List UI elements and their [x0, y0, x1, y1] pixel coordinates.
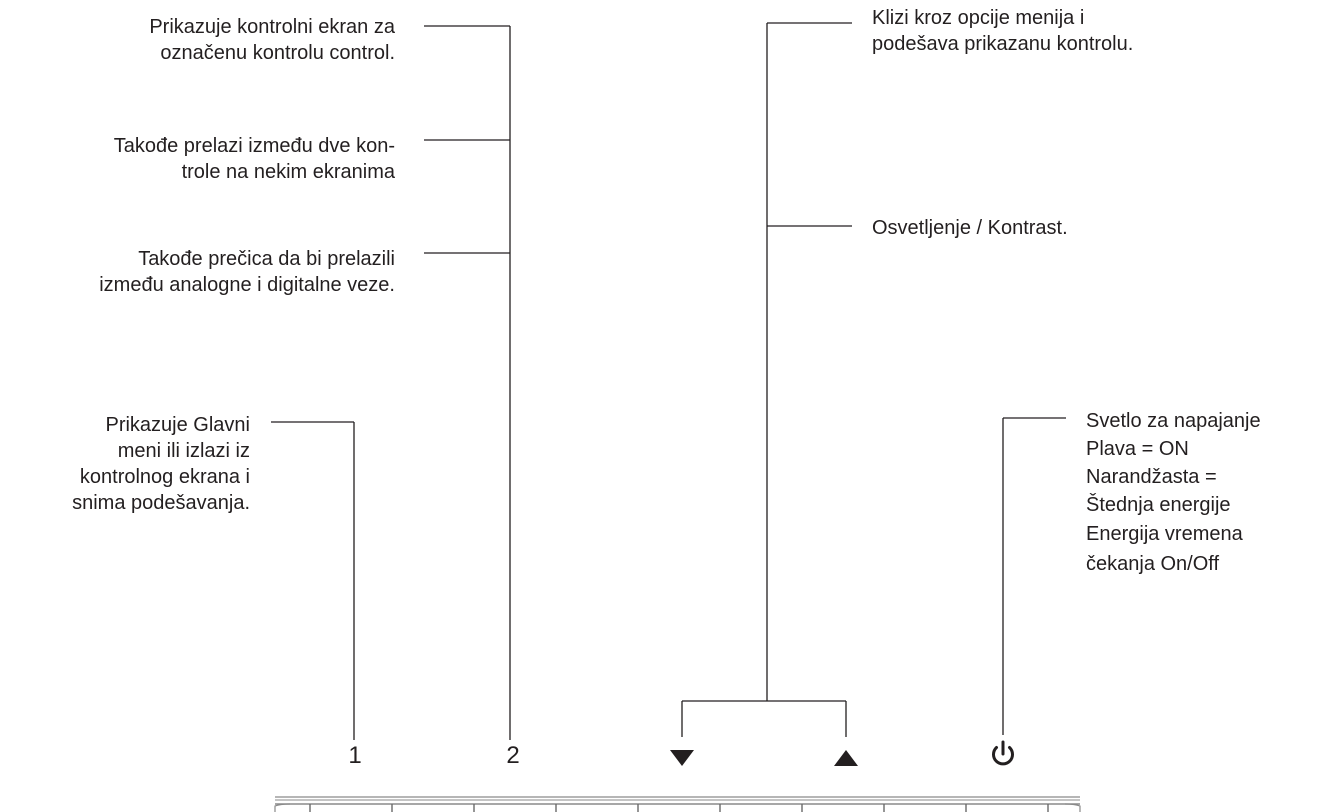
select-callout-line-2: označenu kontrolu control.: [160, 42, 395, 64]
toggle-callout-line-2: trole na nekim ekranima: [181, 161, 395, 183]
shortcut-callout-line-1: Takođe prečica da bi prelazili: [138, 248, 395, 270]
menu-callout: Prikazuje Glavni meni ili izlazi iz kont…: [72, 412, 250, 516]
monitor-bezel: [274, 796, 1081, 812]
select-callout-line-1: Prikazuje kontrolni ekran za: [149, 16, 395, 38]
power-icon: [992, 740, 1014, 766]
brightness-callout-line: Osvetljenje / Kontrast.: [872, 217, 1068, 239]
scroll-callout-line-2: podešava prikazanu kontrolu.: [872, 33, 1134, 55]
power-callout-line-2: Plava = ON: [1086, 438, 1189, 460]
button-2-label: 2: [506, 742, 520, 769]
up-triangle-icon: [834, 750, 858, 766]
power-callout-line-4: Štednja energije: [1086, 494, 1231, 516]
down-triangle-icon: [670, 750, 694, 766]
select-callout: Prikazuje kontrolni ekran za označenu ko…: [149, 14, 395, 66]
scroll-callout-line-1: Klizi kroz opcije menija i: [872, 7, 1085, 29]
button-1-label: 1: [348, 742, 362, 769]
menu-callout-line-3: kontrolnog ekrana i: [79, 466, 250, 488]
toggle-callout-line-1: Takođe prelazi između dve kon-: [113, 135, 395, 157]
power-callout-line-6: čekanja On/Off: [1086, 553, 1220, 575]
scroll-callout: Klizi kroz opcije menija i podešava prik…: [872, 5, 1133, 57]
power-callout-line-3: Narandžasta =: [1086, 466, 1217, 488]
menu-callout-line-2: meni ili izlazi iz: [117, 440, 250, 462]
power-callout: Svetlo za napajanje Plava = ON Narandžas…: [1086, 407, 1261, 579]
shortcut-callout-line-2: između analogne i digitalne veze.: [99, 274, 395, 296]
menu-callout-line-1: Prikazuje Glavni: [105, 414, 250, 436]
power-callout-line-1: Svetlo za napajanje: [1086, 410, 1261, 432]
toggle-callout: Takođe prelazi između dve kon- trole na …: [114, 133, 395, 185]
menu-callout-line-4: snima podešavanja.: [72, 492, 250, 514]
shortcut-callout: Takođe prečica da bi prelazili između an…: [99, 246, 395, 298]
power-callout-line-5: Energija vremena: [1086, 523, 1243, 545]
brightness-callout: Osvetljenje / Kontrast.: [872, 215, 1068, 241]
